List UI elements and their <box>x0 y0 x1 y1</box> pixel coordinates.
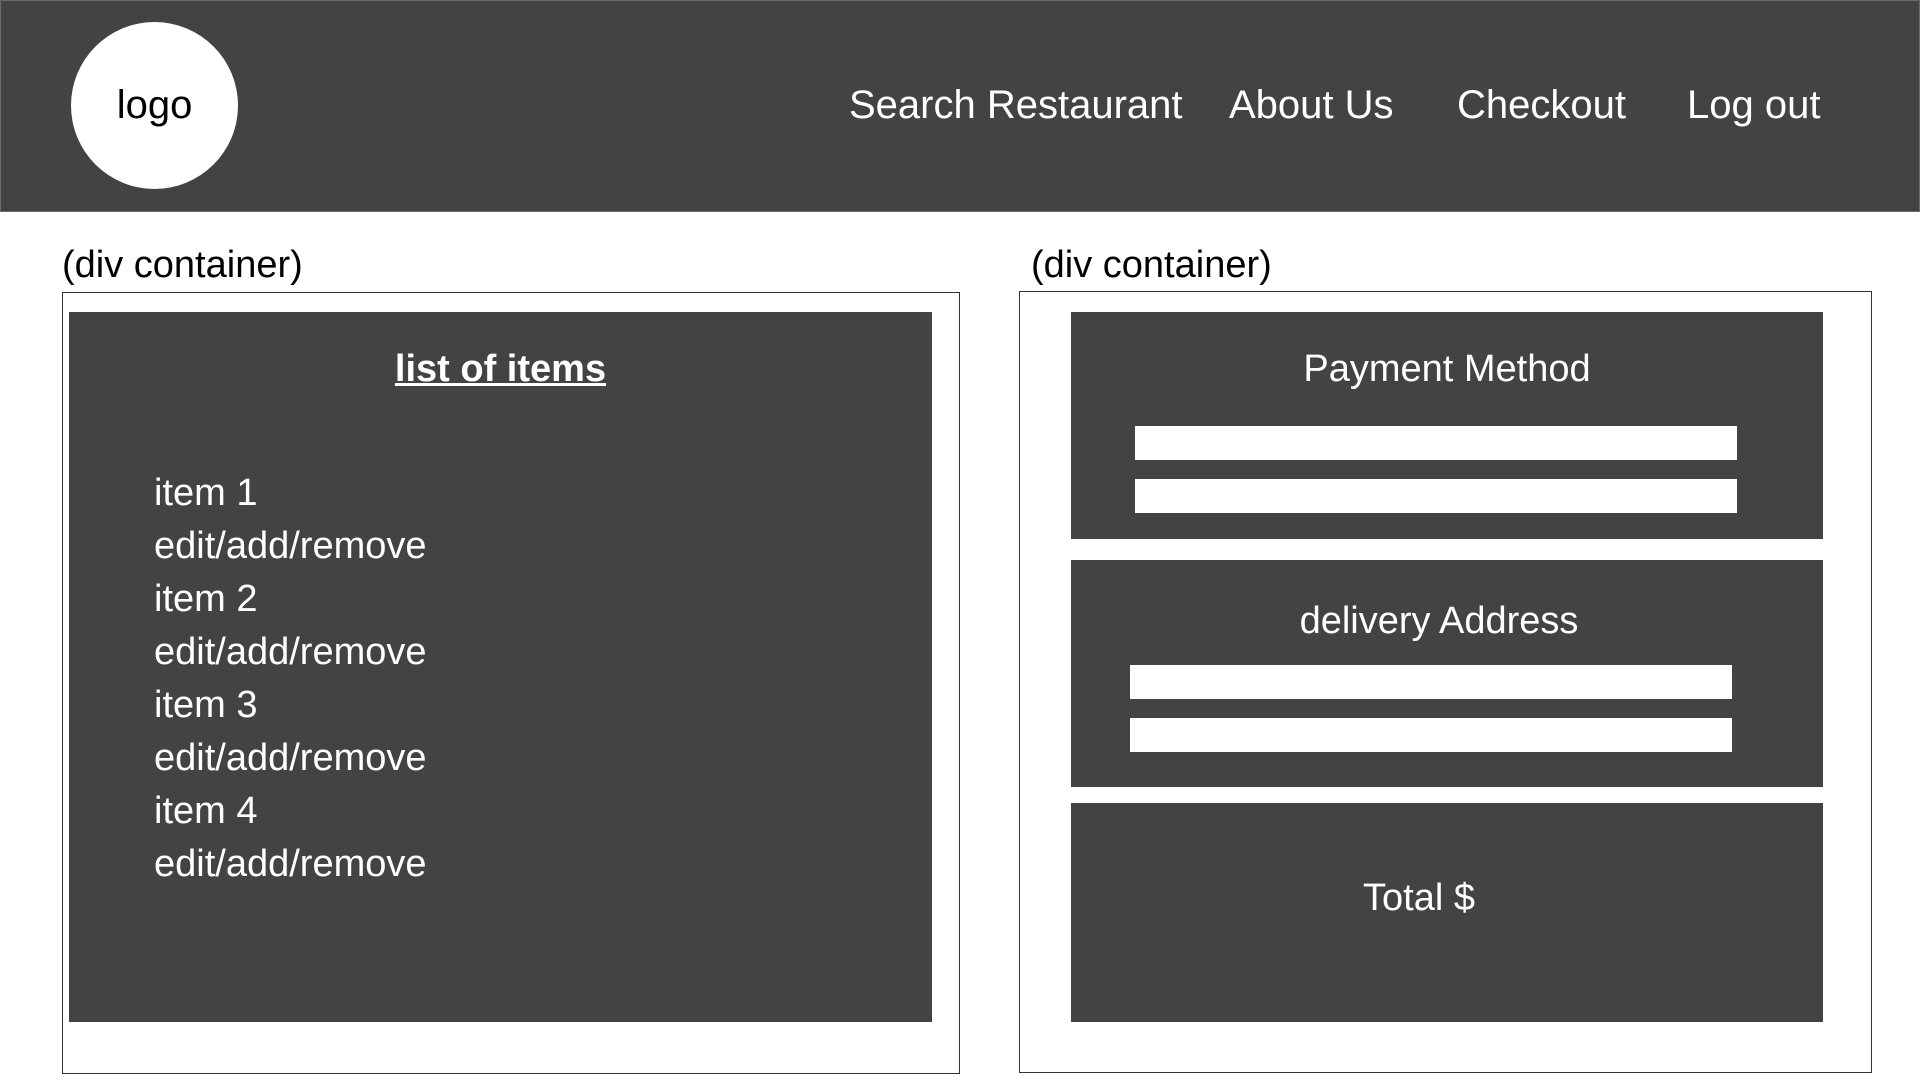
nav-log-out[interactable]: Log out <box>1687 83 1821 127</box>
payment-method-title: Payment Method <box>1303 348 1591 390</box>
top-header-bar: logo Search Restaurant About Us Checkout… <box>0 0 1920 212</box>
logo[interactable]: logo <box>71 22 238 189</box>
item-name: item 2 <box>154 578 258 620</box>
total-label: Total $ <box>1363 877 1475 919</box>
left-container-caption: (div container) <box>62 244 303 286</box>
item-edit-add-remove-link[interactable]: edit/add/remove <box>154 525 427 567</box>
item-name: item 3 <box>154 684 258 726</box>
item-edit-add-remove-link[interactable]: edit/add/remove <box>154 631 427 673</box>
delivery-address-panel: delivery Address <box>1071 560 1823 787</box>
delivery-address-title: delivery Address <box>1299 600 1579 642</box>
logo-label: logo <box>116 83 193 127</box>
item-name: item 1 <box>154 472 258 514</box>
payment-field-2[interactable] <box>1135 479 1737 513</box>
nav-search-restaurant[interactable]: Search Restaurant <box>849 83 1183 127</box>
item-edit-add-remove-link[interactable]: edit/add/remove <box>154 843 427 885</box>
items-list-panel: list of items item 1 edit/add/remove ite… <box>69 312 932 1022</box>
right-container-caption: (div container) <box>1031 244 1272 286</box>
payment-method-panel: Payment Method <box>1071 312 1823 539</box>
nav-checkout[interactable]: Checkout <box>1457 83 1626 127</box>
total-panel: Total $ <box>1071 803 1823 1022</box>
address-field-2[interactable] <box>1130 718 1732 752</box>
item-edit-add-remove-link[interactable]: edit/add/remove <box>154 737 427 779</box>
items-list-title: list of items <box>394 348 607 390</box>
items-list: item 1 edit/add/remove item 2 edit/add/r… <box>154 467 427 891</box>
item-name: item 4 <box>154 790 258 832</box>
nav-about-us[interactable]: About Us <box>1229 83 1394 127</box>
address-field-1[interactable] <box>1130 665 1732 699</box>
payment-field-1[interactable] <box>1135 426 1737 460</box>
